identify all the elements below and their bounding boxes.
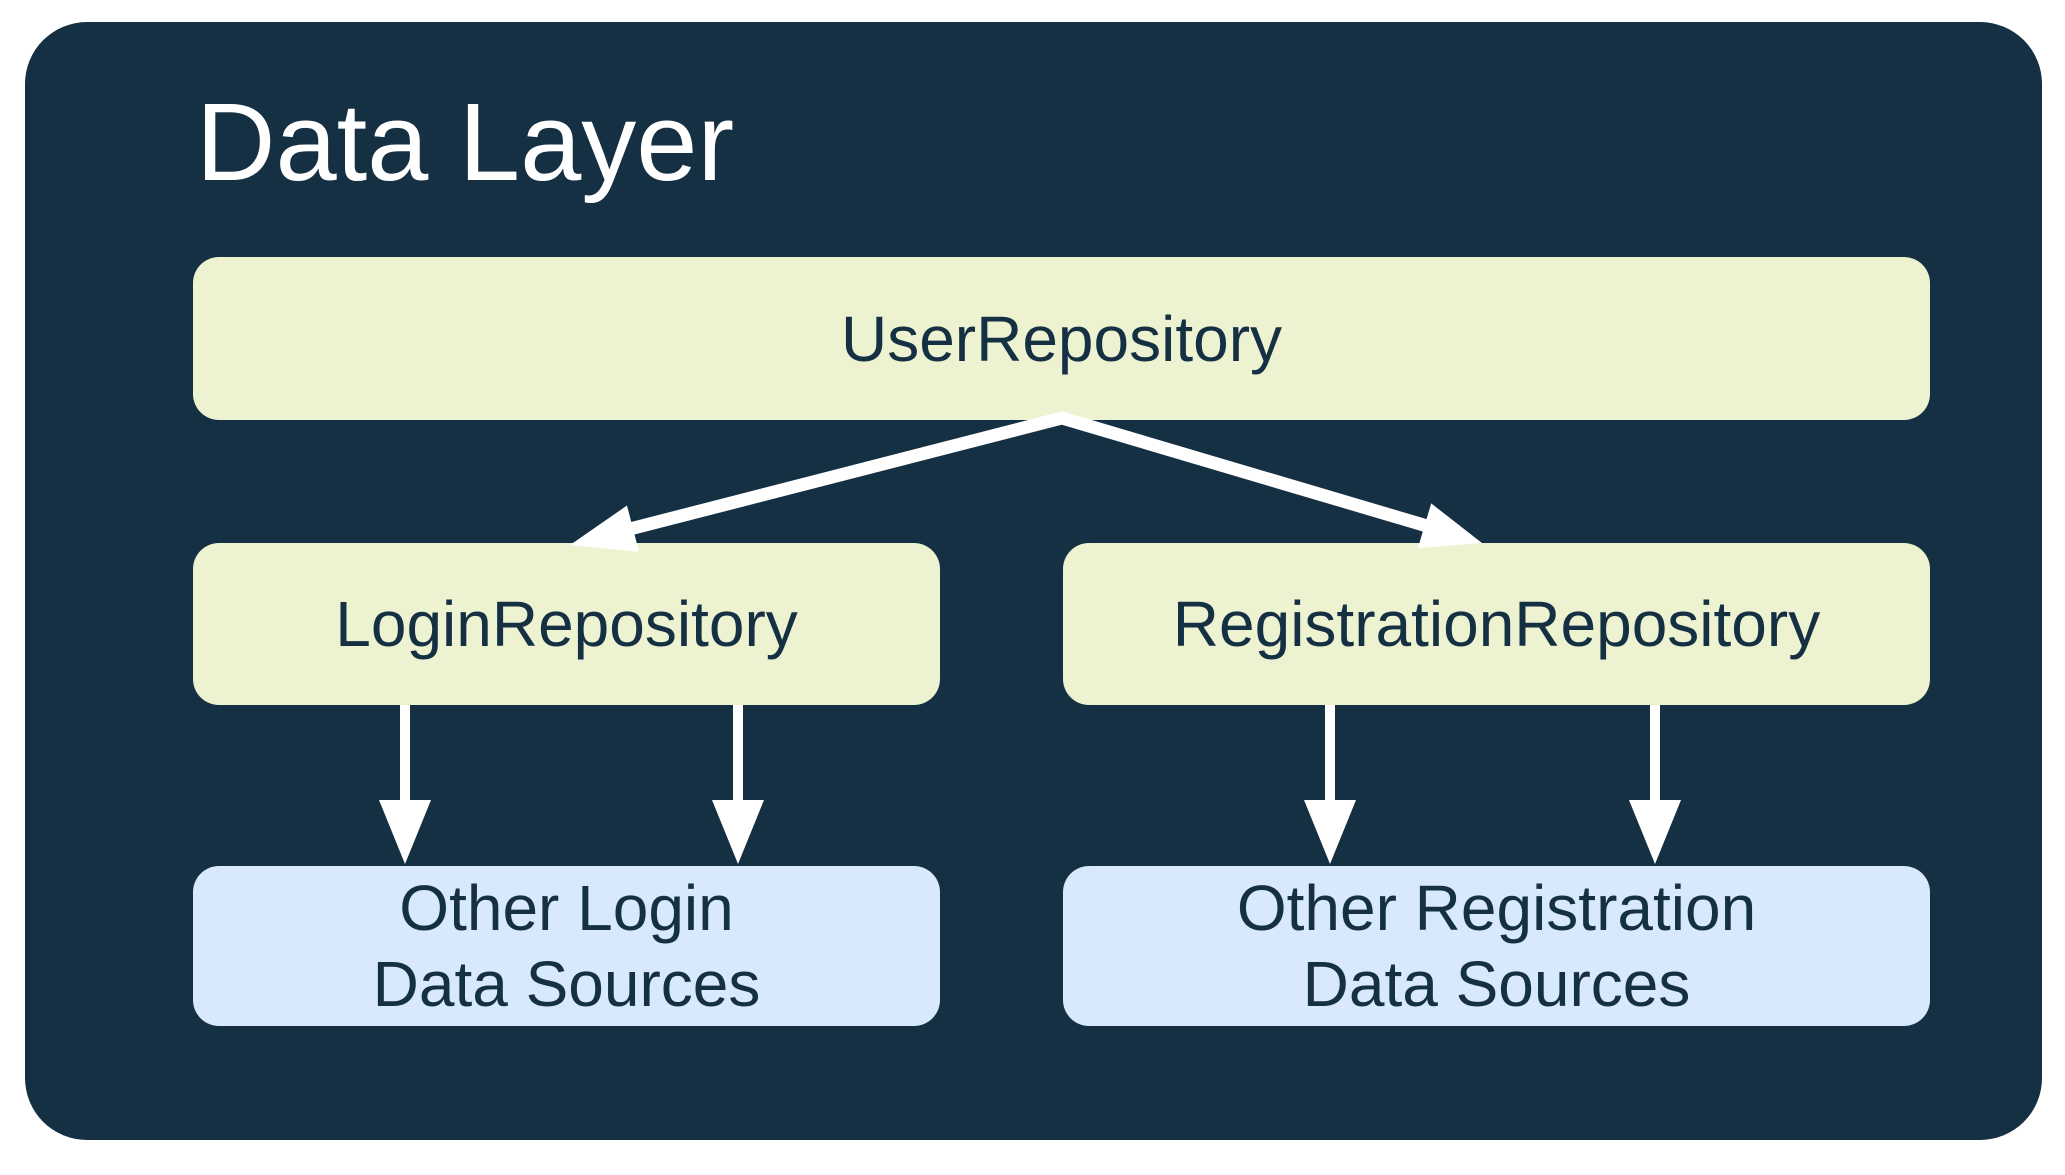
- other-login-line2: Data Sources: [372, 948, 761, 1020]
- node-registration-repository: RegistrationRepository: [1063, 543, 1930, 705]
- node-other-registration-data-sources: Other Registration Data Sources: [1063, 866, 1930, 1026]
- node-user-repository: UserRepository: [193, 257, 1930, 420]
- node-registration-repository-label: RegistrationRepository: [1172, 588, 1821, 660]
- node-other-login-data-sources: Other Login Data Sources: [193, 866, 940, 1026]
- node-other-registration-data-sources-label: Other Registration Data Sources: [1237, 870, 1756, 1022]
- node-login-repository: LoginRepository: [193, 543, 940, 705]
- node-user-repository-label: UserRepository: [840, 302, 1283, 375]
- other-registration-line1: Other Registration: [1236, 872, 1757, 944]
- diagram-title: Data Layer: [196, 81, 735, 204]
- data-layer-container: Data Layer UserRepository LoginRepositor…: [25, 22, 2042, 1140]
- other-login-line1: Other Login: [399, 872, 734, 944]
- other-registration-line2: Data Sources: [1302, 948, 1691, 1020]
- node-other-login-data-sources-label: Other Login Data Sources: [373, 870, 761, 1022]
- node-login-repository-label: LoginRepository: [335, 588, 798, 660]
